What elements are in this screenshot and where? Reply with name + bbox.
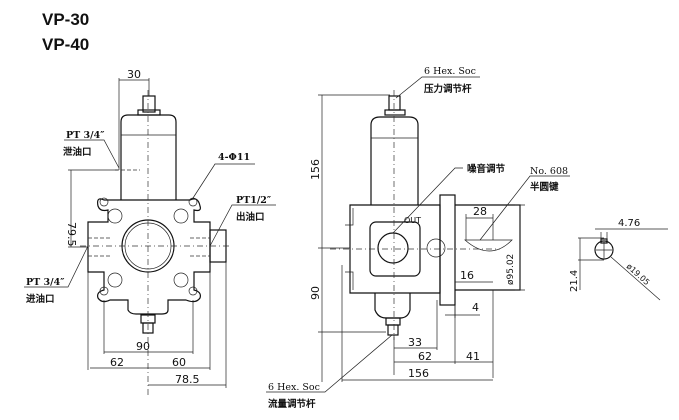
- dim-4: 4: [472, 301, 479, 314]
- side-view: OUT 156 90 28 ø95.02 16 4 33 62 41 156 6…: [266, 66, 570, 410]
- inlet-port-cn-label: 进油口: [26, 293, 55, 305]
- dim-79-5: 79.5: [65, 222, 78, 247]
- front-view: 30 79.5 90 62 60 78.5 PT 3/4″ 泄油口 4-Φ11 …: [24, 68, 276, 395]
- dim-90: 90: [136, 340, 150, 353]
- key-width-dim: 4.76: [618, 218, 640, 229]
- pressure-socket-label: 6 Hex. Soc: [424, 66, 476, 77]
- outlet-port-cn-label: 出油口: [236, 211, 265, 223]
- key-height-dim: 21.4: [569, 270, 580, 292]
- dim-156-vertical: 156: [309, 159, 322, 180]
- pressure-socket-cn-label: 压力调节杆: [424, 83, 472, 95]
- key-cn-label: 半圆键: [530, 181, 559, 193]
- dim-41: 41: [466, 350, 480, 363]
- inlet-port-label: PT 3/4″: [26, 277, 65, 288]
- key-detail-view: 4.76 21.4 ø19.05: [569, 218, 668, 301]
- dim-62: 62: [110, 356, 124, 369]
- dim-62-side: 62: [418, 350, 432, 363]
- key-no-label: No. 608: [530, 166, 568, 177]
- mount-holes-label: 4-Φ11: [218, 152, 250, 163]
- model-title-2: VP-40: [42, 35, 89, 54]
- dim-90-vertical: 90: [309, 286, 322, 300]
- drain-port-label: PT 3/4″: [66, 130, 105, 141]
- key-dia-dim: ø19.05: [625, 262, 652, 287]
- port-mark: OUT: [404, 216, 421, 225]
- dim-78-5: 78.5: [175, 373, 200, 386]
- dim-33: 33: [408, 336, 422, 349]
- outlet-port-label: PT1/2″: [236, 195, 272, 206]
- model-title-1: VP-30: [42, 10, 89, 29]
- dim-156-horizontal: 156: [408, 367, 429, 380]
- flow-socket-label: 6 Hex. Soc: [268, 382, 320, 393]
- drain-port-cn-label: 泄油口: [63, 146, 92, 158]
- dim-60: 60: [172, 356, 186, 369]
- flow-socket-cn-label: 流量调节杆: [268, 398, 316, 410]
- noise-adjust-label: 噪音调节: [467, 163, 506, 175]
- dim-16: 16: [460, 269, 474, 282]
- dim-28: 28: [473, 205, 487, 218]
- dim-shaft-dia: ø95.02: [506, 254, 516, 285]
- dim-30: 30: [127, 68, 141, 81]
